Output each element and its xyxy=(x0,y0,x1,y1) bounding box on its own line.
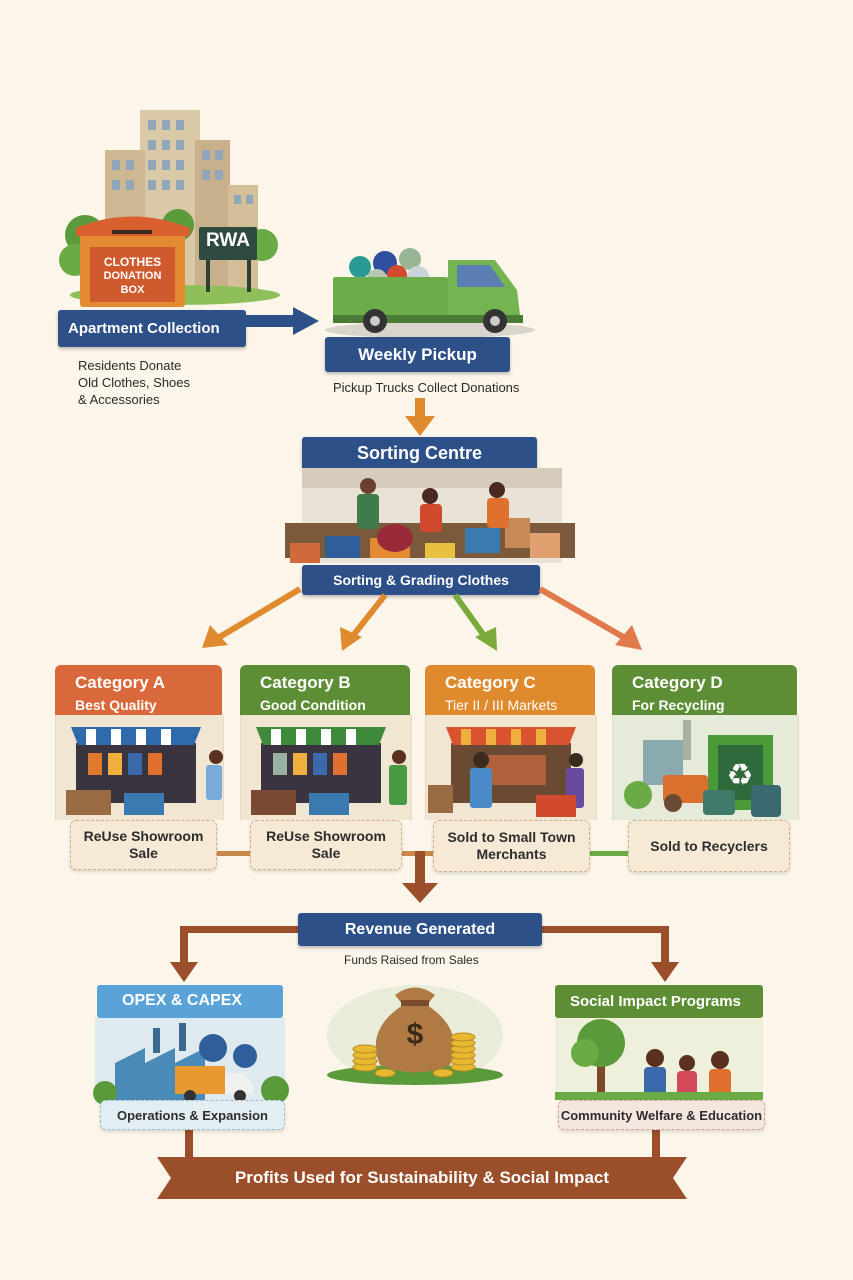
recycling-facility-icon: ♻ xyxy=(624,720,781,817)
money-bag-icon xyxy=(327,985,503,1085)
market-stall-icon xyxy=(428,727,584,817)
category-d-subtitle: For Recycling xyxy=(632,697,725,713)
desc-line: & Accessories xyxy=(78,392,160,407)
category-a-outcome-line1: ReUse Showroom xyxy=(83,828,204,844)
weekly-pickup-description: Pickup Trucks Collect Donations xyxy=(333,380,520,395)
category-c-title: Category C xyxy=(445,673,536,692)
social-impact-title: Social Impact Programs xyxy=(570,993,741,1010)
category-b-header: Category B Good Condition xyxy=(240,665,410,715)
category-c-outcome-line2: Merchants xyxy=(476,846,547,862)
arrow-to-category-b xyxy=(340,593,388,651)
category-b-outcome: ReUse Showroom Sale xyxy=(250,820,402,870)
profits-banner-text: Profits Used for Sustainability & Social… xyxy=(234,1168,610,1187)
donation-box-line1: CLOTHES xyxy=(103,255,162,269)
category-b-outcome-line1: ReUse Showroom xyxy=(266,828,386,844)
category-a-illustration xyxy=(55,715,224,820)
arrow-to-category-c xyxy=(452,593,497,651)
arrow-to-category-d xyxy=(538,586,642,650)
footer-ribbon xyxy=(157,1157,687,1199)
category-d-title: Category D xyxy=(632,673,723,692)
svg-text:♻: ♻ xyxy=(727,759,754,792)
donation-box-line2: DONATION xyxy=(103,270,162,282)
pickup-truck-illustration xyxy=(325,248,535,338)
desc-line: Old Clothes, Shoes xyxy=(78,375,191,390)
revenue-branch-lines xyxy=(170,926,679,1172)
sorting-centre-banner: Sorting Centre xyxy=(302,437,537,469)
donation-box-line3: BOX xyxy=(120,284,145,296)
social-impact-desc-text: Community Welfare & Education xyxy=(560,1107,763,1123)
category-c-illustration xyxy=(425,715,597,820)
donation-box-label: CLOTHES DONATION BOX xyxy=(90,255,175,297)
revenue-generated-banner: Revenue Generated xyxy=(298,913,542,946)
money-symbol: $ xyxy=(406,1018,424,1051)
community-people-icon xyxy=(555,1018,763,1100)
weekly-pickup-banner: Weekly Pickup xyxy=(325,337,510,372)
category-b-illustration xyxy=(240,715,412,820)
desc-line: Residents Donate xyxy=(78,358,182,373)
category-a-title: Category A xyxy=(75,673,166,692)
revenue-generated-title: Revenue Generated xyxy=(344,920,496,938)
arrow-down-icon xyxy=(405,398,435,436)
category-connector-lines xyxy=(215,851,630,903)
category-b-outcome-line2: Sale xyxy=(311,845,341,861)
category-arrows xyxy=(202,586,642,651)
profits-banner: Profits Used for Sustainability & Social… xyxy=(157,1157,687,1199)
category-a-outcome-line2: Sale xyxy=(129,845,158,861)
weekly-pickup-title: Weekly Pickup xyxy=(358,344,477,364)
rwa-sign: RWA xyxy=(206,230,250,251)
sorting-centre-illustration xyxy=(285,468,575,563)
category-d-illustration: ♻ xyxy=(612,715,799,820)
opex-capex-header: OPEX & CAPEX xyxy=(97,985,283,1018)
category-d-outcome: Sold to Recyclers xyxy=(628,820,790,872)
category-c-outcome-line1: Sold to Small Town xyxy=(447,829,576,845)
category-a-subtitle: Best Quality xyxy=(75,697,157,713)
arrow-right-icon xyxy=(245,307,319,335)
revenue-description: Funds Raised from Sales xyxy=(344,953,479,967)
opex-capex-desc-text: Operations & Expansion xyxy=(117,1107,268,1123)
sorting-centre-title: Sorting Centre xyxy=(356,442,482,463)
factory-truck-icon xyxy=(93,1018,289,1105)
shop-icon xyxy=(66,727,223,815)
category-d-header: Category D For Recycling xyxy=(612,665,797,715)
category-b-title: Category B xyxy=(260,673,351,692)
apartment-collection-banner: Apartment Collection xyxy=(58,310,246,347)
category-a-header: Category A Best Quality xyxy=(55,665,222,715)
category-c-outcome: Sold to Small Town Merchants xyxy=(433,820,590,872)
category-a-outcome: ReUse Showroom Sale xyxy=(70,820,217,870)
opex-capex-title: OPEX & CAPEX xyxy=(122,992,243,1009)
category-c-subtitle: Tier II / III Markets xyxy=(445,697,558,713)
sorting-grading-text: Sorting & Grading Clothes xyxy=(333,572,509,588)
apartment-collection-description: Residents Donate Old Clothes, Shoes & Ac… xyxy=(78,357,190,408)
category-d-outcome-line1: Sold to Recyclers xyxy=(650,837,768,854)
social-impact-description: Community Welfare & Education xyxy=(558,1100,765,1130)
apartment-collection-title: Apartment Collection xyxy=(68,320,220,337)
sorting-grading-banner: Sorting & Grading Clothes xyxy=(302,565,540,595)
opex-capex-description: Operations & Expansion xyxy=(100,1100,285,1130)
category-b-subtitle: Good Condition xyxy=(260,697,366,713)
arrow-to-category-a xyxy=(202,586,302,648)
category-c-header: Category C Tier II / III Markets xyxy=(425,665,595,715)
shop-icon xyxy=(251,727,407,815)
social-impact-header: Social Impact Programs xyxy=(555,985,763,1018)
